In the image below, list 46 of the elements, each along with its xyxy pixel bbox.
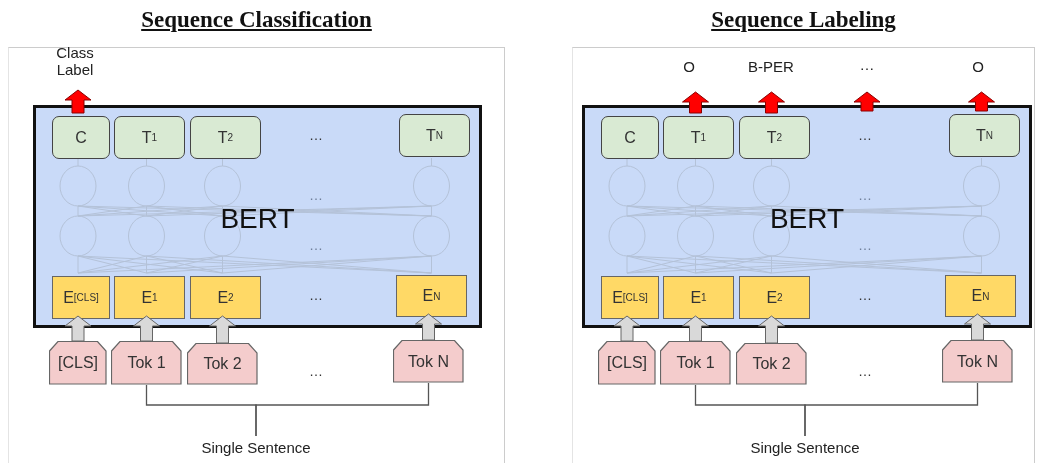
- output-label: …: [847, 56, 887, 92]
- faint-ellipsis: …: [308, 238, 324, 252]
- block-arrow: [968, 91, 995, 112]
- ellipsis: …: [308, 128, 324, 142]
- block-arrow: [64, 89, 92, 114]
- model-name: BERT: [768, 203, 846, 235]
- ellipsis: …: [308, 364, 324, 378]
- output-label: O: [958, 58, 998, 92]
- block-arrow: [682, 315, 709, 342]
- block-arrow: [133, 315, 160, 342]
- block-arrow: [64, 315, 92, 342]
- token-box: Tok N: [942, 340, 1013, 383]
- output-box: C: [52, 116, 110, 159]
- token-box: Tok 1: [660, 341, 731, 385]
- panel-title: Sequence Classification: [140, 7, 373, 33]
- caption-text: Single Sentence: [186, 436, 326, 458]
- ellipsis: …: [857, 364, 873, 378]
- output-label: O: [669, 58, 709, 92]
- faint-ellipsis: …: [857, 188, 873, 202]
- token-box: Tok 2: [736, 343, 807, 385]
- faint-ellipsis: …: [857, 238, 873, 252]
- bracket-line: [255, 382, 430, 437]
- output-box: C: [601, 116, 659, 159]
- block-arrow: [853, 91, 881, 112]
- caption-text: Single Sentence: [735, 436, 875, 458]
- token-box: Tok N: [393, 340, 464, 383]
- panel-title: Sequence Labeling: [710, 7, 897, 33]
- token-box: [CLS]: [598, 341, 656, 385]
- token-box: Tok 2: [187, 343, 258, 385]
- ellipsis: …: [857, 128, 873, 142]
- block-arrow: [209, 315, 236, 344]
- output-label: Class Label: [42, 44, 108, 90]
- faint-ellipsis: …: [308, 188, 324, 202]
- output-label: B-PER: [731, 58, 811, 92]
- block-arrow: [758, 91, 785, 114]
- block-arrow: [415, 313, 442, 341]
- ellipsis: …: [308, 288, 324, 302]
- block-arrow: [682, 91, 709, 114]
- token-box: [CLS]: [49, 341, 107, 385]
- block-arrow: [964, 313, 991, 341]
- model-name: BERT: [219, 203, 296, 235]
- block-arrow: [613, 315, 641, 342]
- block-arrow: [758, 315, 785, 344]
- token-box: Tok 1: [111, 341, 182, 385]
- bracket-line: [804, 382, 979, 437]
- ellipsis: …: [857, 288, 873, 302]
